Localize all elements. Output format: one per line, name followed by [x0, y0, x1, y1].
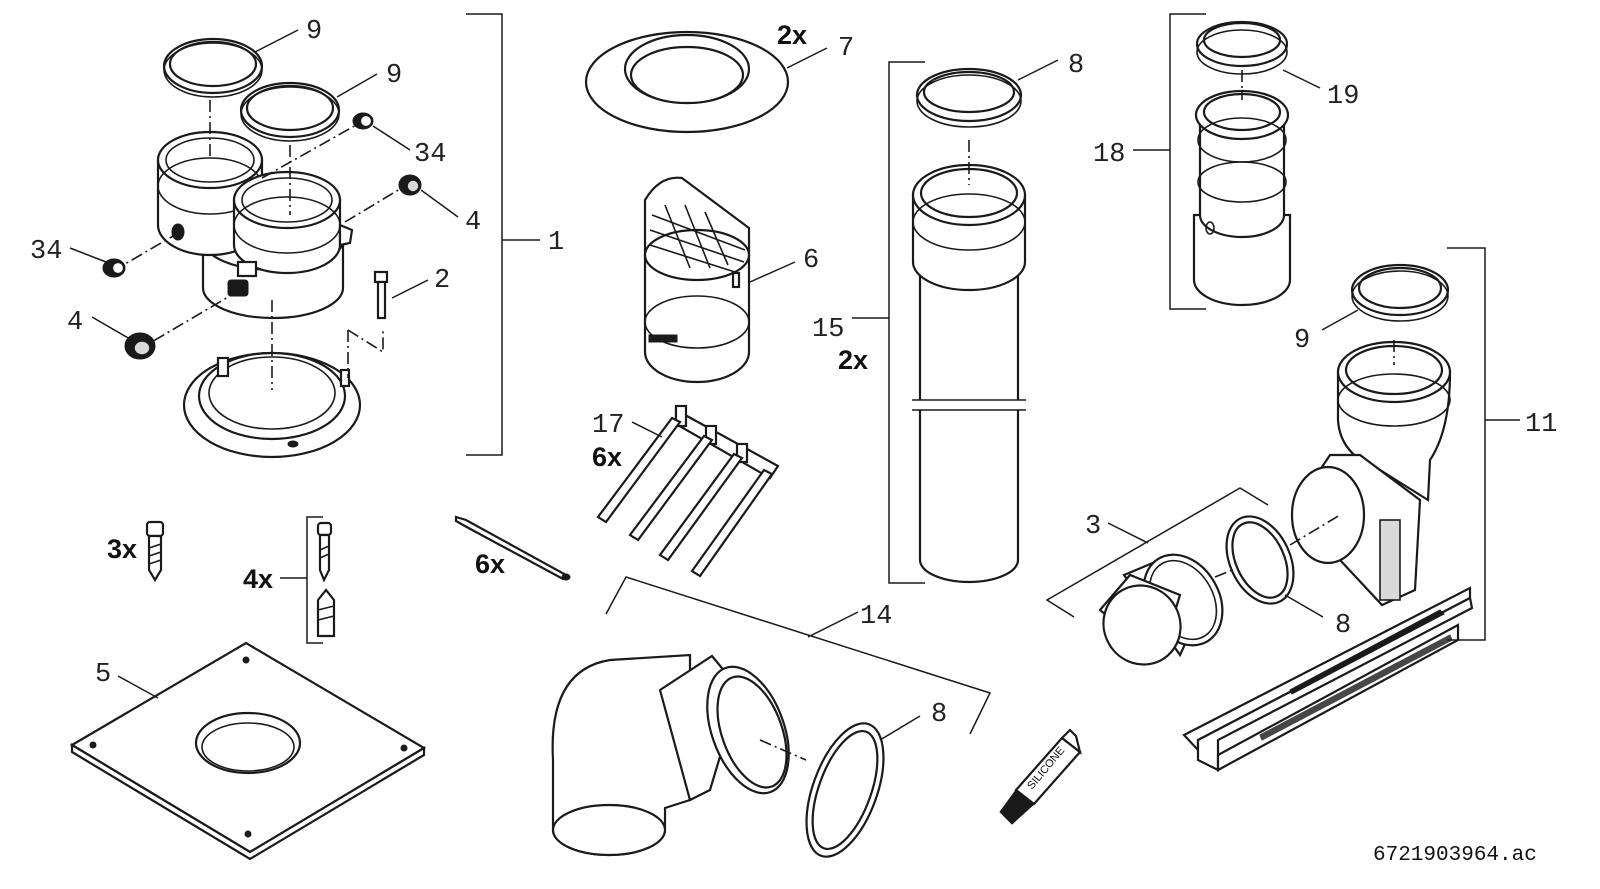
seal-ring-9-elbow	[1350, 263, 1450, 322]
label-14: 14	[860, 602, 892, 632]
label-9-top: 9	[306, 17, 322, 47]
qty-cable-tie: 6x	[475, 549, 505, 579]
label-8-adapter: 8	[1335, 611, 1351, 641]
seal-ring-9-second	[239, 81, 341, 142]
label-4-left: 4	[67, 308, 83, 338]
seal-ring-19	[1195, 20, 1289, 75]
cap-4-right	[398, 174, 422, 196]
label-9-second: 9	[386, 61, 402, 91]
screw-and-anchor	[280, 516, 336, 644]
base-flange	[182, 351, 362, 459]
pipe-15	[911, 140, 1027, 584]
condensate-elbow-11	[1289, 340, 1452, 607]
terminal-grille	[649, 204, 746, 273]
plug-34-left	[102, 258, 126, 278]
label-8-top: 8	[1068, 51, 1084, 81]
label-7: 7	[838, 34, 854, 64]
qty-screw: 3x	[107, 534, 137, 564]
label-34-left: 34	[30, 237, 62, 267]
qty-7: 2x	[777, 20, 807, 50]
qty-17: 6x	[592, 442, 622, 472]
seal-ring-8-adapter	[1225, 515, 1324, 618]
label-18: 18	[1093, 140, 1125, 170]
label-5: 5	[95, 660, 111, 690]
seal-ring-9-top	[162, 37, 264, 98]
label-4-right: 4	[465, 208, 481, 238]
wall-rosette-7	[584, 30, 828, 134]
roof-terminal-6	[643, 176, 796, 384]
adapter-18	[1192, 70, 1292, 307]
label-17: 17	[592, 411, 624, 441]
seal-ring-8-bend	[805, 715, 921, 858]
label-34-right: 34	[414, 140, 446, 170]
roof-plate-5	[69, 641, 427, 861]
screw	[145, 520, 165, 583]
qty-15: 2x	[838, 345, 868, 375]
plug-34-right	[352, 112, 374, 130]
label-1: 1	[548, 228, 564, 258]
label-9-elbow: 9	[1294, 326, 1310, 356]
bolt-2	[373, 270, 389, 320]
inspection-adapter-3	[1045, 487, 1269, 666]
label-2: 2	[434, 266, 450, 296]
label-8-bend: 8	[931, 700, 947, 730]
qty-anchor: 4x	[243, 564, 273, 594]
adapter-housing	[156, 130, 354, 320]
cap-4-left	[124, 332, 156, 360]
support-rail	[1182, 586, 1474, 772]
drawing-reference-number: 6721903964.ac	[1373, 844, 1537, 867]
label-11: 11	[1525, 410, 1557, 440]
cable-tie	[454, 515, 571, 581]
flue-adapter-assembly	[69, 13, 540, 459]
label-6: 6	[803, 246, 819, 276]
bend-14	[551, 576, 992, 857]
label-19: 19	[1327, 82, 1359, 112]
label-15: 15	[812, 315, 844, 345]
spacer-clips-17	[596, 404, 780, 578]
seal-ring-8-pipe	[915, 67, 1023, 128]
silicone-tube: SILICONE	[999, 728, 1082, 825]
label-3: 3	[1085, 512, 1101, 542]
